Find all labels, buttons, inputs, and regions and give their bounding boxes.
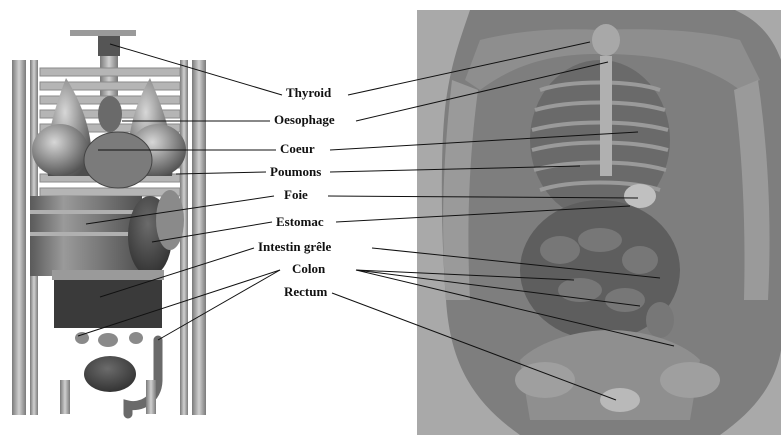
phantom-model	[12, 30, 206, 415]
bladder	[84, 356, 136, 392]
organ-labels: Thyroid Oesophage Coeur Poumons Foie Est…	[258, 85, 335, 299]
label-rectum: Rectum	[284, 284, 327, 299]
heart	[84, 132, 152, 188]
label-estomac: Estomac	[276, 214, 324, 229]
label-foie: Foie	[284, 187, 308, 202]
breast-left	[32, 124, 88, 176]
oesophagus	[98, 96, 122, 132]
frame-rod-left	[12, 60, 26, 415]
label-oesophage: Oesophage	[274, 112, 335, 127]
small-intestine	[54, 278, 162, 328]
label-thyroid: Thyroid	[286, 85, 332, 100]
label-intestin-grele: Intestin grêle	[258, 239, 332, 254]
label-coeur: Coeur	[280, 141, 315, 156]
label-colon: Colon	[292, 261, 326, 276]
label-poumons: Poumons	[270, 164, 321, 179]
frame-rod-right	[192, 60, 206, 415]
voxel-body-render	[417, 10, 781, 435]
head-cap	[70, 30, 136, 36]
